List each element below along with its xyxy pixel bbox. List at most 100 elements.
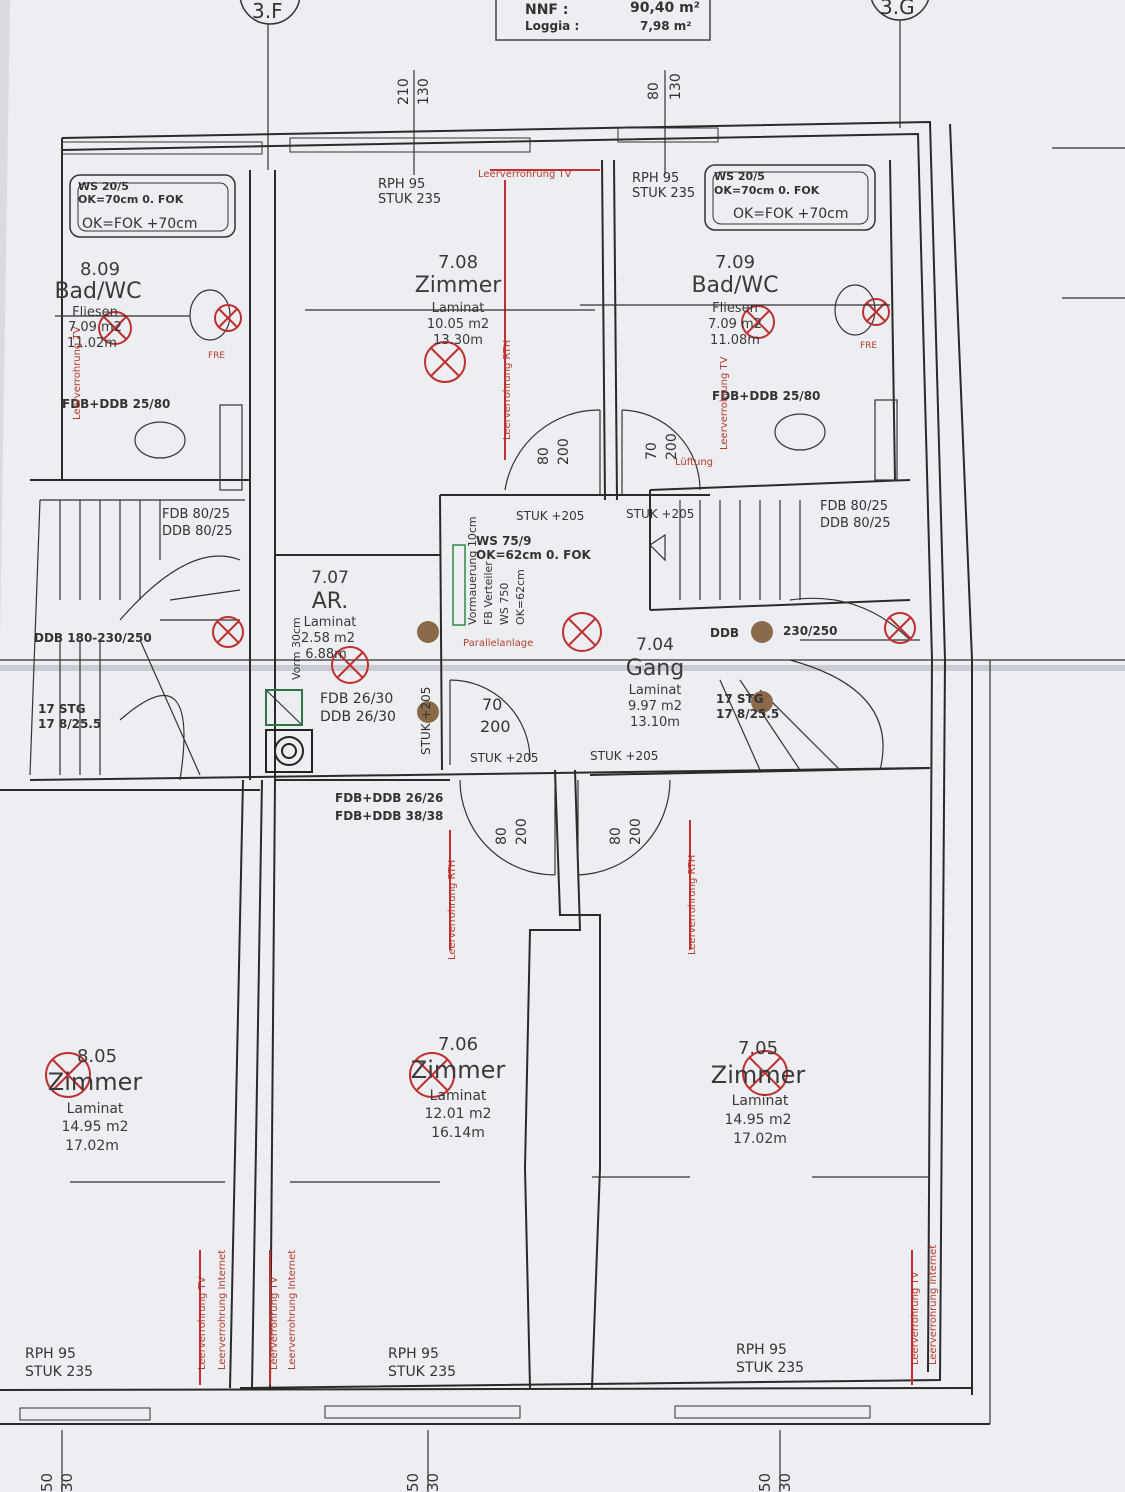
room-name: Zimmer bbox=[415, 273, 503, 298]
ws-text: WS 750 bbox=[498, 583, 511, 625]
stuk-text: STUK 235 bbox=[736, 1360, 804, 1376]
room-7-05: 7.05 Zimmer Laminat 14.95 m2 17.02m bbox=[711, 1038, 806, 1147]
heights-bottom-right: RPH 95 STUK 235 bbox=[736, 1342, 804, 1376]
room-name: Gang bbox=[626, 656, 684, 681]
stuk-text: STUK 235 bbox=[25, 1364, 93, 1380]
label-leaders bbox=[55, 304, 930, 1183]
bathtub-right bbox=[704, 164, 876, 231]
room-perimeter: 11.08m bbox=[710, 333, 760, 348]
room-id: 7.09 bbox=[715, 252, 755, 273]
fdb-ddb-label: FDB+DDB 26/26 bbox=[335, 791, 443, 805]
door-height: 200 bbox=[480, 717, 511, 736]
ddb-label: DDB bbox=[710, 626, 739, 640]
leer-tv: Leerverrohrung TV bbox=[269, 1276, 280, 1370]
room-name: Bad/WC bbox=[691, 273, 778, 298]
ws-text: OK=70cm 0. FOK bbox=[714, 184, 820, 197]
door-dims: 80 200 70 200 70 200 80 200 80 200 bbox=[480, 433, 680, 845]
heights-bottom-mid: RPH 95 STUK 235 bbox=[388, 1346, 456, 1380]
rph-text: RPH 95 bbox=[378, 177, 425, 192]
room-floor: Laminat bbox=[430, 1088, 487, 1104]
stuk205-text: STUK +205 bbox=[590, 749, 658, 763]
stuk-205-labels: STUK +205 STUK +205 STUK +205 STUK +205 … bbox=[419, 507, 694, 765]
leer-tv: Leerverrohrung TV bbox=[197, 1276, 208, 1370]
room-area: 7.09 m2 bbox=[68, 320, 122, 335]
header-area-box: NNF : 90,40 m² Loggia : 7,98 m² bbox=[495, 0, 711, 41]
top-windows bbox=[61, 127, 719, 155]
dim-text: 130 bbox=[416, 78, 432, 105]
room-perimeter: 17.02m bbox=[65, 1138, 119, 1154]
bottom-windows bbox=[19, 1405, 871, 1421]
vorm-label: Vormauerung 10cm bbox=[466, 516, 479, 625]
door-height: 200 bbox=[514, 818, 530, 845]
room-name: Zimmer bbox=[411, 1056, 506, 1084]
dim-text: 50 bbox=[38, 1473, 56, 1492]
leer-rth: Leerverrohrung RTH bbox=[447, 860, 458, 960]
fdb-label: FDB 80/25 bbox=[820, 499, 888, 514]
stair-label: 17 STG bbox=[38, 702, 86, 716]
room-id: 7.06 bbox=[438, 1034, 478, 1055]
ws-text: WS 75/9 bbox=[476, 534, 532, 548]
stuk205-text: STUK +205 bbox=[419, 687, 433, 755]
room-area: 7.09 m2 bbox=[708, 317, 762, 332]
leer-internet: Leerverrohrung Internet bbox=[928, 1245, 939, 1365]
conduit-lines bbox=[199, 169, 913, 1385]
room-perimeter: 13.30m bbox=[433, 333, 483, 348]
room-perimeter: 6.88m bbox=[305, 647, 347, 662]
door-width: 70 bbox=[644, 442, 660, 460]
leer-tv: Leerverrohrung TV bbox=[72, 326, 83, 420]
fre-label: FRE bbox=[208, 351, 225, 361]
leer-rth: Leerverrohrung RTH bbox=[687, 855, 698, 955]
doors bbox=[449, 409, 701, 876]
axis-right-label: 3.G bbox=[880, 0, 915, 19]
loggia-label: Loggia : bbox=[525, 19, 579, 33]
room-perimeter: 17.02m bbox=[733, 1131, 787, 1147]
fre-label: FRE bbox=[860, 341, 877, 351]
dim-text: 210 bbox=[396, 78, 412, 105]
room-floor: Fliesen bbox=[72, 305, 118, 320]
dim-text: 130 bbox=[668, 73, 684, 100]
fdb-ddb-label: FDB+DDB 38/38 bbox=[335, 809, 443, 823]
leer-internet: Leerverrohrung Internet bbox=[287, 1250, 298, 1370]
fdb-label: FDB 26/30 bbox=[320, 691, 393, 707]
lueftung-label: Lüftung bbox=[675, 457, 713, 468]
ws-left-labels: WS 20/5 OK=70cm 0. FOK OK=FOK +70cm bbox=[78, 180, 198, 232]
door-height: 200 bbox=[628, 818, 644, 845]
room-id: 7.07 bbox=[311, 568, 349, 588]
stuk205-text: STUK +205 bbox=[470, 751, 538, 765]
room-area: 9.97 m2 bbox=[628, 699, 682, 714]
dim-text: 30 bbox=[776, 1473, 794, 1492]
door-width: 80 bbox=[494, 827, 510, 845]
ws-text: WS 20/5 bbox=[78, 180, 129, 193]
leer-tv: Leerverrohrung TV bbox=[719, 356, 730, 450]
room-perimeter: 11.02m bbox=[67, 336, 117, 351]
ddb-label: 230/250 bbox=[783, 624, 837, 638]
stuk205-text: STUK +205 bbox=[516, 509, 584, 523]
door-height: 200 bbox=[556, 438, 572, 465]
door-width: 80 bbox=[536, 447, 552, 465]
heights-bottom-left: RPH 95 STUK 235 bbox=[25, 1346, 93, 1380]
room-floor: Laminat bbox=[629, 683, 682, 698]
leer-tv: Leerverrohrung TV bbox=[910, 1271, 921, 1365]
ws-text: OK=FOK +70cm bbox=[82, 216, 198, 232]
leer-rth: Leerverrohrung RTH bbox=[502, 340, 513, 440]
room-area: 14.95 m2 bbox=[724, 1112, 791, 1128]
rph-text: RPH 95 bbox=[632, 171, 679, 186]
room-name: Zimmer bbox=[48, 1068, 143, 1096]
room-floor: Fliesen bbox=[712, 301, 758, 316]
ddb-label: DDB 180-230/250 bbox=[34, 631, 152, 645]
ceiling-lights bbox=[45, 298, 916, 1098]
top-dims-right: 80 130 bbox=[646, 70, 684, 175]
door-width: 70 bbox=[482, 695, 502, 714]
room-perimeter: 16.14m bbox=[431, 1125, 485, 1141]
room-name: Zimmer bbox=[711, 1061, 806, 1089]
room-8-05: 8.05 Zimmer Laminat 14.95 m2 17.02m bbox=[48, 1046, 143, 1154]
room-area: 10.05 m2 bbox=[427, 317, 489, 332]
room-id: 8.09 bbox=[80, 259, 120, 280]
ddb-label: DDB 80/25 bbox=[820, 516, 891, 531]
vorm-label: Vorm 30cm bbox=[290, 617, 303, 680]
conduit-labels: Leerverrohrung TV Leerverrohrung RTH Lee… bbox=[72, 169, 939, 1370]
bathtub-left bbox=[69, 174, 236, 238]
room-perimeter: 13.10m bbox=[630, 715, 680, 730]
bottom-dim-lines bbox=[61, 1430, 781, 1492]
